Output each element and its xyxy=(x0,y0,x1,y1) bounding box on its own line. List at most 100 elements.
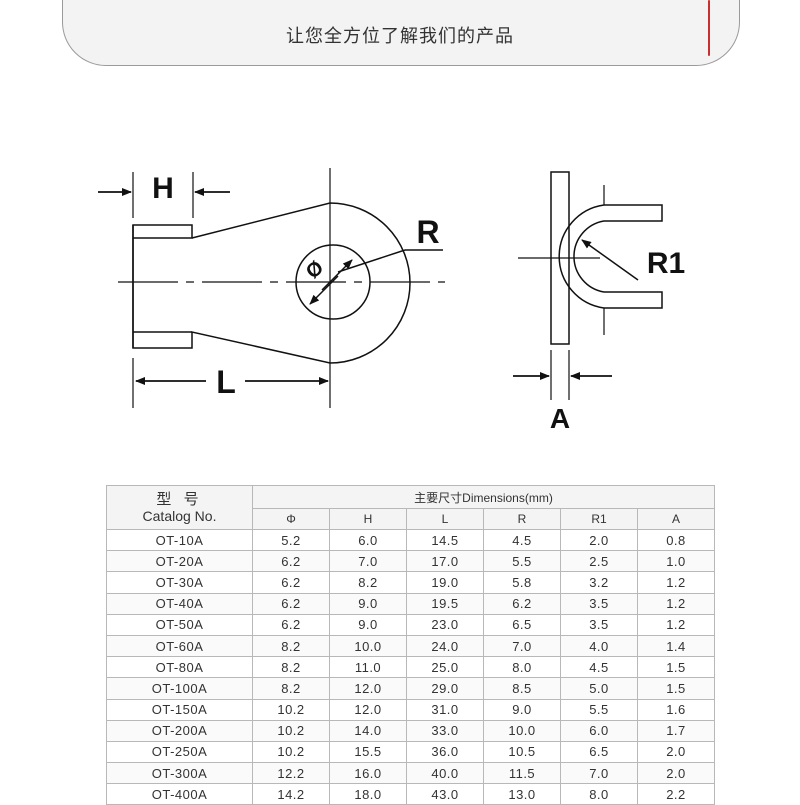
header-banner xyxy=(62,0,740,66)
dimension-cell: 11.5 xyxy=(483,762,561,785)
dimension-cell: 8.0 xyxy=(483,656,561,679)
label-H: H xyxy=(152,172,174,205)
dimension-cell: 18.0 xyxy=(329,783,407,805)
dimension-cell: 1.5 xyxy=(637,656,715,679)
label-phi: Ø xyxy=(302,257,328,284)
dimension-cell: 6.0 xyxy=(560,719,638,742)
dimension-cell: 14.5 xyxy=(406,528,484,552)
label-A: A xyxy=(550,403,570,434)
catalog-number-cell: OT-300A xyxy=(106,762,253,785)
label-R1: R1 xyxy=(647,247,685,280)
dimension-cell: 4.0 xyxy=(560,634,638,658)
dimension-cell: 0.8 xyxy=(637,528,715,552)
column-header: A xyxy=(637,508,715,530)
dimension-cell: 43.0 xyxy=(406,783,484,805)
dimension-cell: 19.0 xyxy=(406,571,484,594)
dimension-cell: 7.0 xyxy=(329,550,407,573)
dimension-cell: 8.5 xyxy=(483,677,561,700)
dimension-cell: 12.0 xyxy=(329,698,407,721)
dimension-cell: 8.2 xyxy=(252,677,330,700)
terminal-dimension-drawing: H L R Ø R1 A xyxy=(98,168,685,434)
terminal-barrel-outline xyxy=(132,224,193,239)
dimension-cell: 10.2 xyxy=(252,698,330,721)
dimension-cell: 7.0 xyxy=(483,634,561,658)
column-header: R xyxy=(483,508,561,530)
dimension-cell: 17.0 xyxy=(406,550,484,573)
dimension-cell: 14.0 xyxy=(329,719,407,742)
dimension-cell: 3.2 xyxy=(560,571,638,594)
dimension-cell: 10.0 xyxy=(329,634,407,658)
ring-terminal-side-view xyxy=(513,171,663,400)
dimension-cell: 4.5 xyxy=(483,528,561,552)
dimension-cell: 10.2 xyxy=(252,719,330,742)
dimension-cell: 19.5 xyxy=(406,592,484,615)
dimension-cell: 6.2 xyxy=(483,592,561,615)
catalog-number-cell: OT-50A xyxy=(106,613,253,636)
catalog-number-cell: OT-80A xyxy=(106,656,253,679)
catalog-number-cell: OT-20A xyxy=(106,550,253,573)
page-subtitle: 让您全方位了解我们的产品 xyxy=(286,26,514,47)
dimension-cell: 2.5 xyxy=(560,550,638,573)
terminal-body-outline xyxy=(132,202,411,364)
catalog-number-cell: OT-150A xyxy=(106,698,253,721)
dimension-cell: 10.0 xyxy=(483,719,561,742)
column-header: R1 xyxy=(560,508,638,530)
dimension-cell: 33.0 xyxy=(406,719,484,742)
dimension-cell: 5.5 xyxy=(560,698,638,721)
dimension-cell: 40.0 xyxy=(406,762,484,785)
dimension-cell: 5.2 xyxy=(252,528,330,552)
dimension-cell: 1.4 xyxy=(637,634,715,658)
dimension-cell: 6.2 xyxy=(252,571,330,594)
dimension-cell: 2.0 xyxy=(637,740,715,764)
catalog-number-cell: OT-30A xyxy=(106,571,253,594)
dimension-cell: 1.5 xyxy=(637,677,715,700)
dimension-cell: 4.5 xyxy=(560,656,638,679)
dimension-cell: 24.0 xyxy=(406,634,484,658)
catalog-number-cell: OT-200A xyxy=(106,719,253,742)
column-header: Φ xyxy=(252,508,330,530)
dimension-cell: 23.0 xyxy=(406,613,484,636)
dimension-cell: 2.0 xyxy=(637,762,715,785)
dimensions-header: 主要尺寸Dimensions(mm) xyxy=(252,485,715,509)
dimension-cell: 6.2 xyxy=(252,550,330,573)
column-header: H xyxy=(329,508,407,530)
dimension-cell: 9.0 xyxy=(329,592,407,615)
dimension-cell: 3.5 xyxy=(560,613,638,636)
dimension-cell: 6.2 xyxy=(252,613,330,636)
dimension-cell: 36.0 xyxy=(406,740,484,764)
catalog-number-cell: OT-100A xyxy=(106,677,253,700)
ring-terminal-front-view xyxy=(98,168,445,408)
catalog-header-cn: 型 号 xyxy=(156,490,203,508)
dimension-cell: 8.2 xyxy=(252,656,330,679)
dimension-cell: 8.0 xyxy=(560,783,638,805)
dimension-cell: 1.0 xyxy=(637,550,715,573)
dimension-cell: 12.2 xyxy=(252,762,330,785)
label-R: R xyxy=(416,214,439,250)
dimension-cell: 11.0 xyxy=(329,656,407,679)
dimension-cell: 6.2 xyxy=(252,592,330,615)
dimension-cell: 8.2 xyxy=(252,634,330,658)
dimension-cell: 7.0 xyxy=(560,762,638,785)
dimension-cell: 13.0 xyxy=(483,783,561,805)
catalog-number-cell: OT-400A xyxy=(106,783,253,805)
dimension-cell: 9.0 xyxy=(329,613,407,636)
dimension-cell: 1.2 xyxy=(637,592,715,615)
accent-line xyxy=(708,0,710,56)
catalog-number-cell: OT-60A xyxy=(106,634,253,658)
dimension-cell: 16.0 xyxy=(329,762,407,785)
dimension-cell: 1.7 xyxy=(637,719,715,742)
catalog-number-cell: OT-10A xyxy=(106,528,253,552)
